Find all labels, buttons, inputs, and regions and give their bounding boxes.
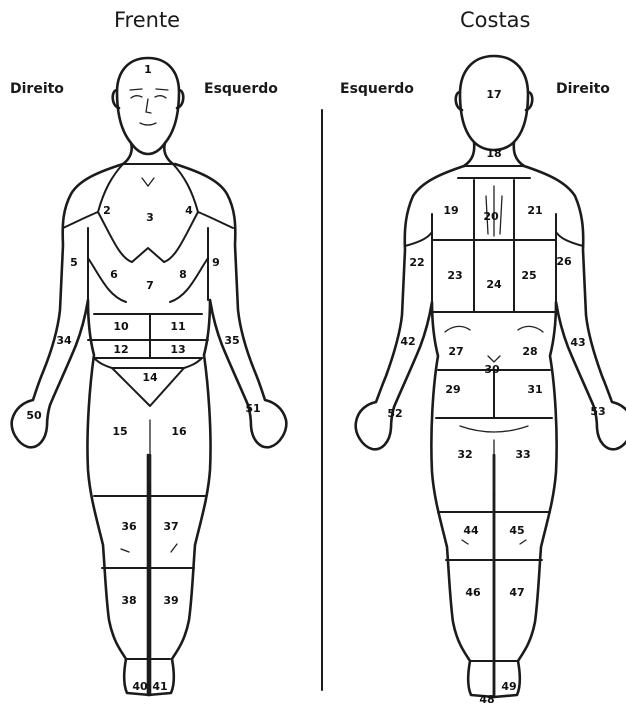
region-number: 23	[447, 269, 462, 282]
region-number: 17	[486, 88, 501, 101]
region-number: 44	[463, 524, 479, 537]
region-number: 31	[527, 383, 542, 396]
region-number: 46	[465, 586, 481, 599]
region-number: 24	[486, 278, 502, 291]
region-number: 20	[483, 210, 499, 223]
region-number: 39	[163, 594, 178, 607]
region-number: 3	[146, 211, 154, 224]
region-number: 45	[509, 524, 524, 537]
region-number: 43	[570, 336, 585, 349]
label-back-right: Direito	[556, 81, 610, 97]
region-number: 1	[144, 63, 152, 76]
label-front-left: Esquerdo	[204, 81, 278, 97]
title-back: Costas	[460, 8, 531, 32]
back-arm-cap-l	[405, 232, 432, 246]
front-arm-cap-r	[63, 212, 98, 228]
region-number: 21	[527, 204, 542, 217]
region-number: 30	[484, 363, 500, 376]
back-lumbar-marks	[445, 326, 543, 332]
region-number: 49	[501, 680, 516, 693]
region-number: 32	[457, 448, 472, 461]
region-number: 7	[146, 279, 154, 292]
region-number: 40	[132, 680, 148, 693]
region-number: 28	[522, 345, 537, 358]
region-number: 12	[113, 343, 128, 356]
region-number: 14	[142, 371, 158, 384]
region-number: 25	[521, 269, 536, 282]
front-nose	[146, 99, 151, 113]
region-number: 51	[245, 402, 260, 415]
back-arm-cap-r	[556, 232, 583, 246]
region-number: 10	[113, 320, 129, 333]
front-arm-cap-l	[198, 212, 233, 228]
back-head-outline	[460, 56, 528, 150]
region-number: 41	[152, 680, 167, 693]
region-number: 42	[400, 335, 415, 348]
front-body-outline-left	[148, 164, 286, 695]
region-number: 38	[121, 594, 136, 607]
region-number: 48	[479, 693, 494, 706]
region-number: 50	[26, 409, 42, 422]
region-number: 33	[515, 448, 530, 461]
label-front-right: Direito	[10, 81, 64, 97]
region-number: 13	[170, 343, 185, 356]
title-front: Frente	[114, 8, 180, 32]
region-number: 26	[556, 255, 572, 268]
front-body-outline-right	[12, 164, 150, 695]
back-gluteal-fold	[460, 426, 528, 432]
region-number: 36	[121, 520, 137, 533]
back-region-numbers: 17 18 19 20 21 22 23 24 25 26 27 28 29 3…	[387, 88, 605, 706]
region-number: 52	[387, 407, 402, 420]
region-number: 18	[486, 147, 501, 160]
region-number: 15	[112, 425, 127, 438]
region-number: 9	[212, 256, 220, 269]
region-number: 2	[103, 204, 111, 217]
region-number: 11	[170, 320, 185, 333]
label-back-left: Esquerdo	[340, 81, 414, 97]
region-number: 8	[179, 268, 187, 281]
region-number: 5	[70, 256, 78, 269]
front-eyebrows	[130, 89, 168, 90]
front-clavicle-notch	[142, 178, 154, 186]
region-number: 27	[448, 345, 463, 358]
region-number: 19	[443, 204, 458, 217]
region-number: 6	[110, 268, 118, 281]
front-ribcage-apex	[132, 248, 164, 262]
back-coccyx-mark	[488, 356, 500, 362]
front-hip-links	[94, 358, 202, 368]
region-number: 53	[590, 405, 605, 418]
region-number: 4	[185, 204, 193, 217]
region-number: 37	[163, 520, 178, 533]
region-number: 34	[56, 334, 72, 347]
region-number: 22	[409, 256, 424, 269]
region-number: 35	[224, 334, 239, 347]
region-number: 29	[445, 383, 460, 396]
front-eyes	[131, 96, 166, 98]
region-number: 16	[171, 425, 187, 438]
front-mouth	[140, 123, 156, 125]
region-number: 47	[509, 586, 524, 599]
